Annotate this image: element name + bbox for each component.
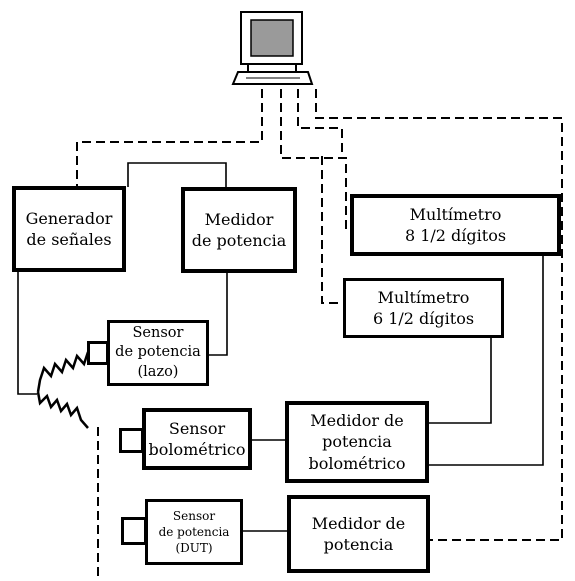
sensor-dut-block: Sensor de potencia (DUT) [145, 499, 243, 565]
power-meter-bottom-label: Medidor de potencia [311, 513, 406, 554]
sensor-bolometric-block: Sensor bolométrico [142, 408, 252, 470]
solid-connections [17, 162, 544, 532]
dashed-bus-connections [76, 89, 563, 581]
multimeter-6-label: Multímetro 6 1/2 dígitos [372, 287, 475, 328]
sensor-loop-label: Sensor de potencia (lazo) [115, 325, 201, 380]
bolometric-meter-label: Medidor de potencia bolométrico [308, 411, 406, 473]
signal-generator-block: Generador de señales [12, 186, 126, 272]
multimeter-8-label: Multímetro 8 1/2 dígitos [404, 204, 507, 245]
power-meter-top-label: Medidor de potencia [191, 209, 287, 250]
multimeter-8-block: Multímetro 8 1/2 dígitos [350, 194, 561, 256]
sensor-bolometric-label: Sensor bolométrico [148, 418, 246, 459]
sensor-loop-block: Sensor de potencia (lazo) [107, 320, 209, 386]
power-meter-bottom-block: Medidor de potencia [287, 495, 430, 573]
signal-generator-label: Generador de señales [25, 208, 113, 249]
sensor-dut-label: Sensor de potencia (DUT) [158, 508, 230, 556]
attenuator-zigzag [36, 351, 90, 429]
sensor-loop-connector [87, 341, 109, 365]
bolometric-meter-block: Medidor de potencia bolométrico [285, 401, 429, 483]
sensor-bolometric-connector [119, 428, 144, 453]
power-meter-top-block: Medidor de potencia [181, 187, 297, 273]
sensor-dut-connector [121, 517, 147, 545]
multimeter-6-block: Multímetro 6 1/2 dígitos [343, 278, 504, 338]
computer-icon [231, 11, 314, 85]
